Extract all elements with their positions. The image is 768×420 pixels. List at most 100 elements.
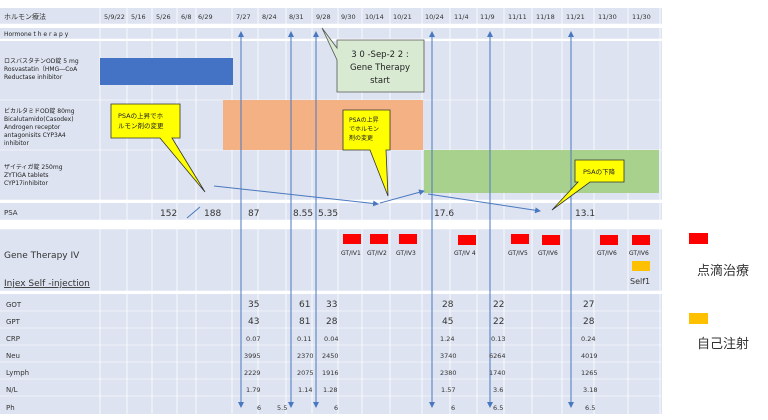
legend: 点滴治療 自己注射 <box>689 233 749 352</box>
psa-value: 87 <box>248 209 259 219</box>
bicalutamide-bar <box>223 100 423 150</box>
nl-value: 1.28 <box>323 386 337 394</box>
gt-marker <box>458 235 476 245</box>
note-text: PSAの上昇でホ <box>118 111 164 120</box>
note-text: でホルモン <box>349 126 379 133</box>
ph-value: 6 <box>257 404 261 412</box>
crp-value: 1.24 <box>440 335 454 343</box>
gpt-value: 28 <box>326 317 338 327</box>
crp-value: 0.07 <box>246 335 260 343</box>
nl-value: 1.14 <box>298 386 312 394</box>
ph-value: 6.5 <box>585 404 595 412</box>
date-label: 11/11 <box>508 13 527 21</box>
row-label-zytiga-3: CYP17inhibitor <box>4 180 48 187</box>
neu-value: 2370 <box>297 352 314 360</box>
note-callout-2: PSAの上昇 でホルモン 剤の変更 <box>342 109 391 197</box>
band-hormone <box>0 28 662 39</box>
nl-value: 1.57 <box>441 386 455 394</box>
gpt-values: 43 81 28 45 22 28 <box>248 317 595 327</box>
date-label: 9/30 <box>341 13 356 21</box>
lab-label-gpt: GPT <box>6 318 21 326</box>
date-label: 11/9 <box>480 13 495 21</box>
gt-marker <box>370 234 388 244</box>
event-arrow-head <box>568 31 574 37</box>
row-label-self-injection: Injex Self -injection <box>4 279 90 289</box>
gt-label: GT/IV2 <box>367 250 387 257</box>
gpt-value: 45 <box>442 317 453 327</box>
lab-label-nl: N/L <box>6 386 18 394</box>
note-text: ルモン剤の変更 <box>118 121 164 130</box>
note-text: 剤の変更 <box>349 134 373 142</box>
gt-label: GT/IV5 <box>508 250 528 257</box>
row-label-rosuvastatin-3: Reductase inhibitor <box>4 74 63 81</box>
row-label-bicalutamide-5: inhibitor <box>4 140 29 147</box>
psa-value: 17.6 <box>434 209 454 219</box>
ph-value: 6 <box>334 404 338 412</box>
gt-marker <box>600 235 618 245</box>
gt-marker <box>542 235 560 245</box>
date-label: 10/14 <box>365 13 384 21</box>
event-arrow-head <box>487 31 493 37</box>
legend-self-swatch <box>689 313 708 324</box>
lymph-value: 1916 <box>322 369 339 377</box>
ph-value: 6 <box>451 404 455 412</box>
ph-values: 6 5.5 6 6 6.5 6.5 <box>257 404 595 412</box>
nl-value: 1.79 <box>246 386 260 394</box>
date-label: 6/29 <box>198 13 213 21</box>
date-label: 6/8 <box>181 13 191 21</box>
date-label: 10/21 <box>393 13 412 21</box>
band-gt <box>0 229 662 291</box>
got-value: 22 <box>493 300 504 310</box>
lymph-value: 2229 <box>244 369 261 377</box>
gene-therapy-labels: GT/IV1 GT/IV2 GT/IV3 GT/IV 4 GT/IV5 GT/I… <box>341 250 649 257</box>
lymph-value: 1265 <box>581 369 598 377</box>
note-callout-1: PSAの上昇でホ ルモン剤の変更 <box>110 103 206 193</box>
psa-value: 152 <box>160 209 177 219</box>
lymph-values: 2229 2075 1916 2380 1740 1265 <box>244 369 598 377</box>
got-value: 28 <box>442 300 454 310</box>
note-text: PSAの下降 <box>583 167 616 176</box>
gpt-value: 22 <box>493 317 504 327</box>
got-value: 61 <box>299 300 310 310</box>
date-label: 11/30 <box>598 13 617 21</box>
row-label-bicalutamide-3: Androgen receptor <box>4 124 61 131</box>
gt-label: GT/IV6 <box>629 250 649 257</box>
psa-trend-line <box>186 206 201 219</box>
gt-marker <box>399 234 417 244</box>
gene-therapy-start-callout: 3 0 -Sep-2 2 : Gene Therapy start <box>321 27 425 93</box>
row-label-zytiga-1: ザイティガ錠 250mg <box>4 163 63 171</box>
lab-label-got: GOT <box>6 301 22 309</box>
got-value: 33 <box>326 300 337 310</box>
band-labs <box>0 294 662 414</box>
row-label-rosuvastatin-1: ロスバスタチンOD錠 5 mg <box>4 57 79 65</box>
band-psa <box>0 203 662 220</box>
gene-therapy-markers <box>343 234 650 245</box>
date-label: 8/31 <box>289 13 304 21</box>
gpt-value: 28 <box>583 317 595 327</box>
date-label: 10/24 <box>425 13 444 21</box>
legend-iv-label: 点滴治療 <box>697 263 749 279</box>
lymph-value: 2075 <box>297 369 314 377</box>
gt-start-text: 3 0 -Sep-2 2 : <box>351 50 408 60</box>
ph-value: 5.5 <box>277 404 287 412</box>
lab-label-ph: Ph <box>6 404 15 412</box>
rosuvastatin-bar <box>100 58 233 85</box>
neu-value: 6264 <box>489 352 506 360</box>
date-label: 11/21 <box>566 13 585 21</box>
event-arrow-head <box>288 31 294 37</box>
row-label-bicalutamide-1: ビカルタミドOD錠 80mg <box>4 107 75 115</box>
gt-label: GT/IV1 <box>341 250 361 257</box>
band-header <box>0 8 662 24</box>
date-label: 11/18 <box>536 13 555 21</box>
gt-marker <box>511 234 529 244</box>
psa-trend-line <box>427 193 541 214</box>
row-label-psa: PSA <box>4 209 18 217</box>
event-arrow-head <box>238 31 244 37</box>
row-label-gene-therapy: Gene Therapy IV <box>4 251 80 261</box>
lymph-value: 1740 <box>489 369 506 377</box>
event-arrow-head <box>429 31 435 37</box>
header-label: ホルモン療法 <box>4 12 46 21</box>
gt-marker <box>632 235 650 245</box>
